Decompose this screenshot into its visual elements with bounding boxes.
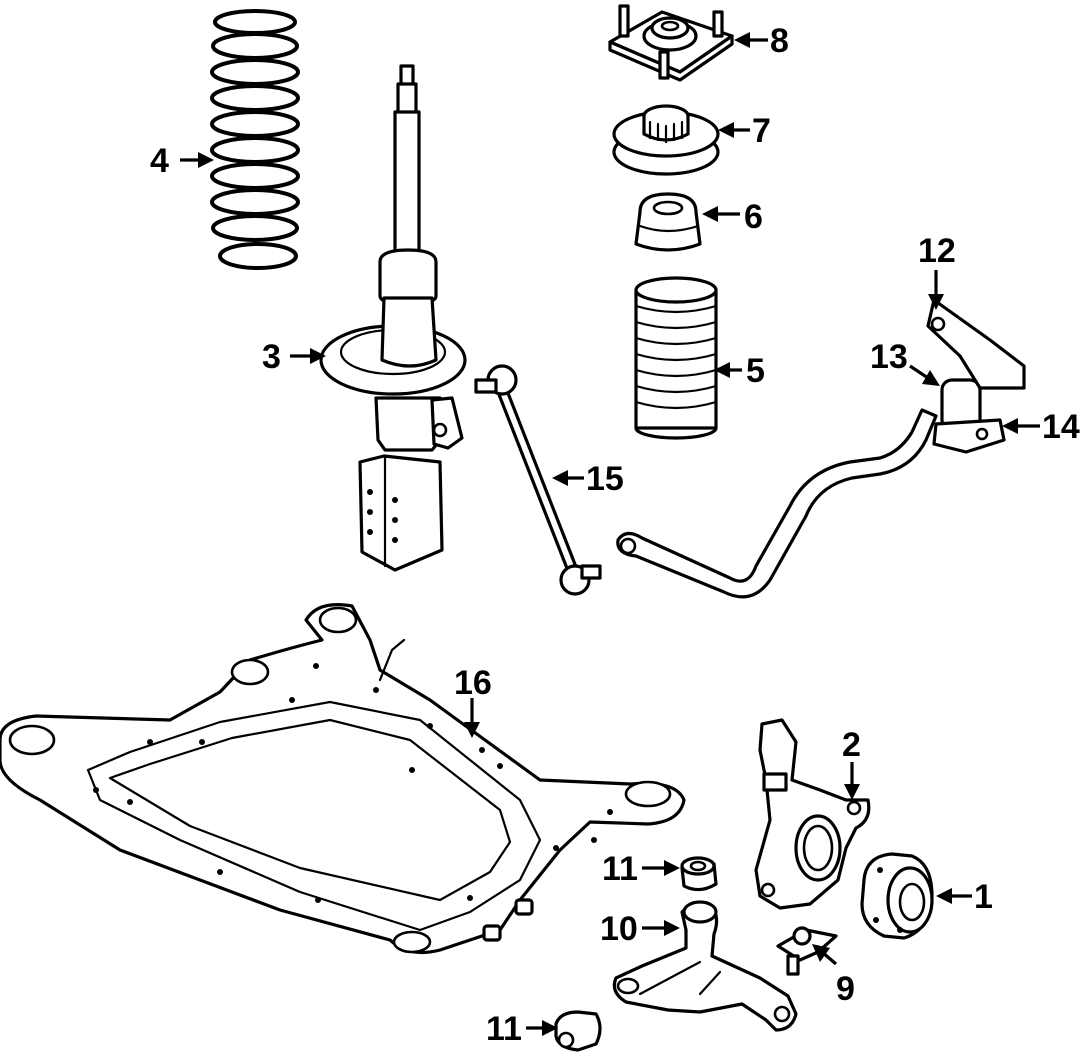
control-arm-bushing-lower <box>554 1010 602 1052</box>
callout-4: 4 <box>150 142 169 180</box>
callout-16: 16 <box>454 664 492 702</box>
callout-11-upper: 11 <box>602 850 638 888</box>
coil-spring <box>210 9 300 270</box>
callout-2: 2 <box>842 726 861 764</box>
callout-3: 3 <box>262 338 281 376</box>
callout-7: 7 <box>752 112 771 150</box>
callout-8: 8 <box>770 22 789 60</box>
hub-bearing <box>860 852 934 940</box>
upper-mount <box>608 4 734 82</box>
callout-6: 6 <box>744 198 763 236</box>
callout-11-lower: 11 <box>486 1010 522 1048</box>
control-arm-bushing-upper <box>680 856 718 892</box>
stabilizer-bar <box>616 298 1026 599</box>
callout-5: 5 <box>746 352 765 390</box>
callout-9: 9 <box>836 970 855 1008</box>
leader-lines <box>180 32 1040 1036</box>
bearing-seat <box>612 104 720 176</box>
steering-knuckle <box>754 718 871 910</box>
lower-control-arm <box>612 900 798 1032</box>
callout-10: 10 <box>600 910 638 948</box>
stabilizer-link <box>474 364 602 596</box>
subframe <box>0 603 686 954</box>
jounce-bumper <box>634 192 702 252</box>
callout-15: 15 <box>586 460 624 498</box>
strut-assembly <box>319 64 467 572</box>
callout-13: 13 <box>870 338 908 376</box>
callout-14: 14 <box>1042 408 1080 446</box>
callout-12: 12 <box>918 232 956 270</box>
ball-joint <box>776 926 838 976</box>
dust-boot <box>634 276 718 440</box>
callout-1: 1 <box>974 878 993 916</box>
